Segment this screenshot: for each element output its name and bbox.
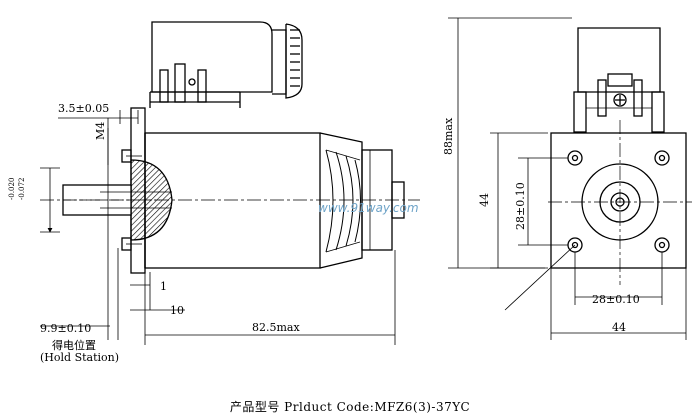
dim-thread-m4: M4	[94, 122, 107, 140]
dim-height-max: 88max	[442, 117, 455, 155]
dim-tol-upper: -0.020	[8, 178, 16, 200]
hold-label-cn: 得电位置	[52, 338, 96, 352]
dim-hold-offset: 9.9±0.10	[40, 322, 91, 335]
dim-hole-vertical: 44	[478, 193, 491, 207]
dim-tol-lower: -0.072	[18, 178, 26, 200]
dim-top-offset: 3.5±0.05	[58, 102, 109, 115]
dim-one: 1	[160, 280, 167, 293]
dim-width: 44	[612, 321, 626, 334]
dim-ten: 10	[170, 304, 184, 317]
side-dimension-lines	[40, 110, 396, 345]
dim-inner-vertical: 28±0.10	[514, 182, 527, 230]
side-view: 3.5±0.05 M4 -0.020 -0.072 1 10 9.9±0.10 …	[8, 21, 420, 364]
mounting-holes	[567, 150, 670, 253]
watermark: www.91way.com	[318, 201, 419, 215]
end-dimension-lines	[448, 17, 687, 340]
dim-total-length: 82.5max	[252, 321, 300, 334]
hold-label-en: (Hold Station)	[40, 351, 119, 364]
end-view: 88max 44 28±0.10 28±0.10 44	[442, 17, 692, 340]
connector-plug	[149, 21, 303, 108]
product-code-caption: 产品型号 Prlduct Code:MFZ6(3)-37YC	[229, 400, 471, 414]
end-flange	[550, 132, 687, 269]
end-connector	[573, 27, 665, 133]
dim-inner-horizontal: 28±0.10	[592, 293, 640, 306]
